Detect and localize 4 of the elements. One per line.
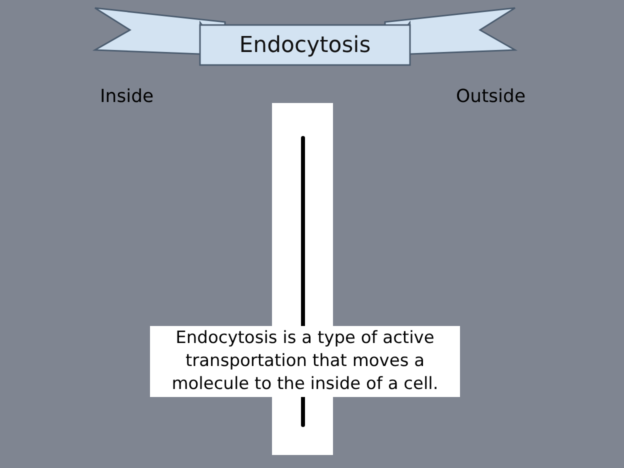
caption-text: Endocytosis is a type of active transportation that moves a molecule to the inside of a cell. xyxy=(150,326,460,397)
side-label: Outside xyxy=(456,86,526,107)
banner-title: Endocytosis xyxy=(238,32,372,60)
side-label: Inside xyxy=(100,86,154,107)
